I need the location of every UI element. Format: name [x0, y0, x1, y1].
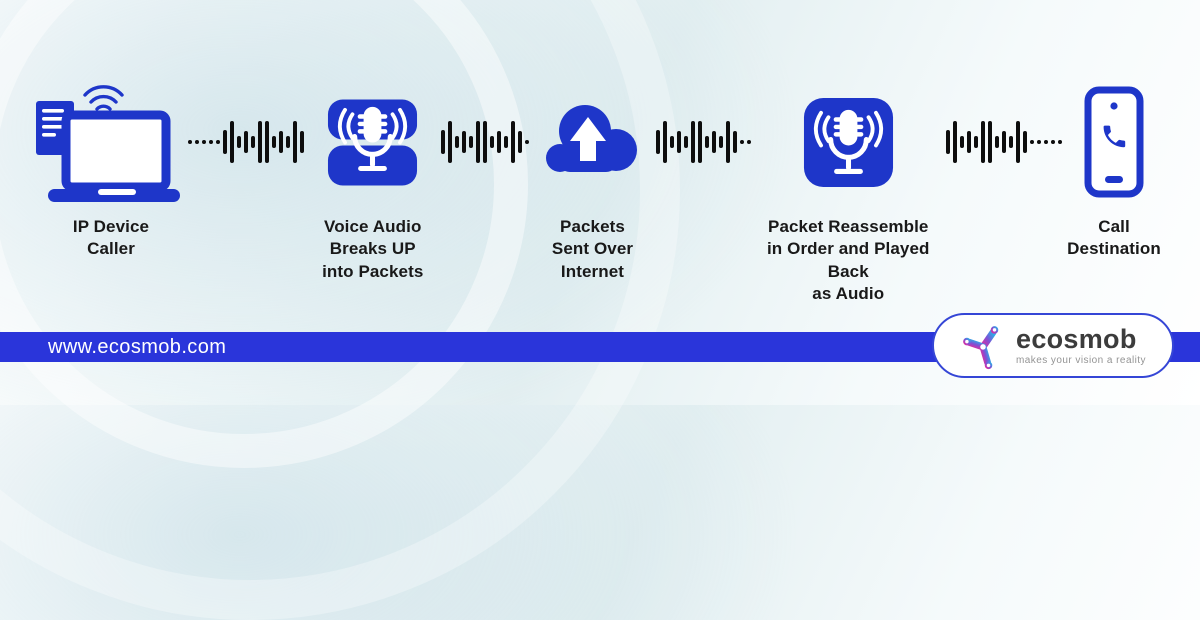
laptop-caller-icon	[36, 72, 186, 212]
mic-breakup-icon	[325, 72, 420, 212]
step-label: IP Device Caller	[72, 217, 150, 259]
step-label: Voice Audio Breaks UP into Packets	[322, 217, 424, 281]
mic-reassemble-icon	[801, 72, 896, 212]
audio-waveform	[944, 114, 1063, 170]
step-voice-breaks-into-packets: Voice Audio Breaks UP into Packets	[307, 72, 439, 283]
smartphone-call-icon	[1083, 72, 1145, 212]
ecosmob-logo-icon	[960, 321, 1006, 371]
step-packets-sent-over-internet: Packets Sent Over Internet	[532, 72, 654, 283]
brand-name: ecosmob	[1016, 323, 1137, 354]
audio-waveform	[654, 114, 752, 170]
brand-tagline: makes your vision a reality	[1016, 354, 1146, 366]
step-label: Call Destination	[1067, 217, 1161, 259]
step-label: Packet Reassemble in Order and Played Ba…	[766, 217, 930, 304]
step-label: Packets Sent Over Internet	[551, 217, 634, 281]
step-packet-reassemble: Packet Reassemble in Order and Played Ba…	[753, 72, 943, 306]
website-url: www.ecosmob.com	[48, 335, 227, 358]
ecosmob-logo: ecosmob makes your vision a reality	[932, 313, 1174, 378]
audio-waveform	[440, 114, 531, 170]
voip-flow-diagram: IP Device Caller	[36, 72, 1164, 306]
audio-waveform	[187, 114, 306, 170]
cloud-upload-icon	[543, 72, 643, 212]
step-call-destination: Call Destination	[1064, 72, 1164, 261]
logo-text: ecosmob makes your vision a reality	[1016, 323, 1146, 366]
step-ip-device-caller: IP Device Caller	[36, 72, 186, 261]
